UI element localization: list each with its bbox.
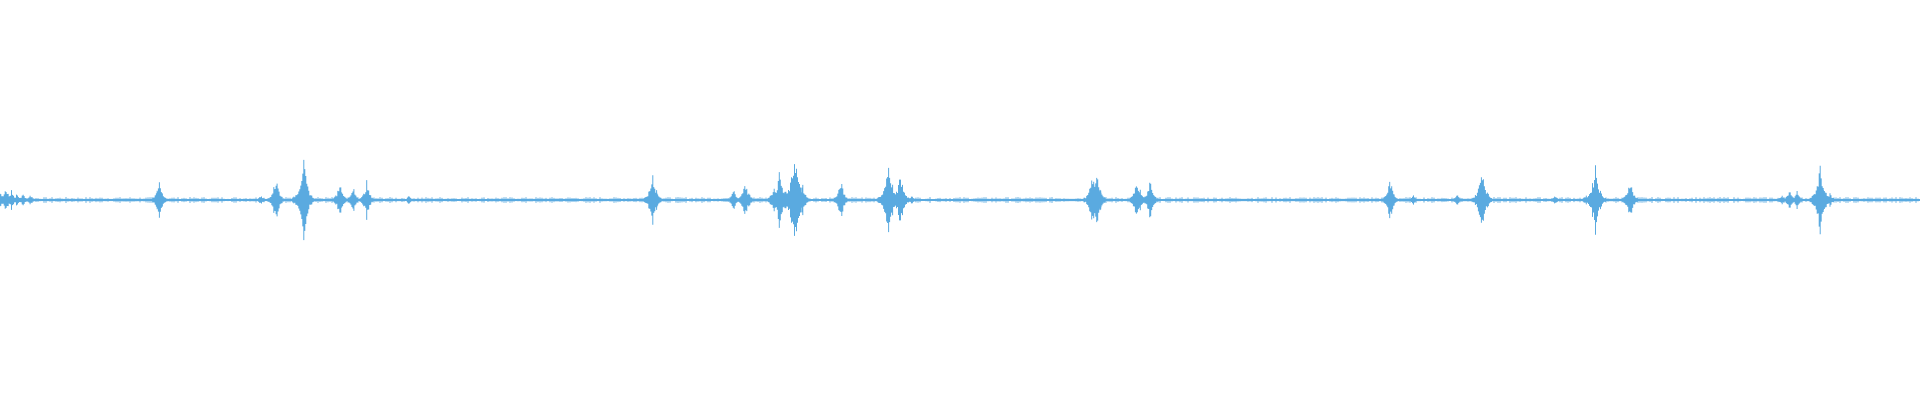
waveform-peak (337, 192, 349, 208)
waveform-peak (1551, 196, 1560, 204)
waveform-peak (743, 193, 754, 207)
waveform-peak (1481, 194, 1491, 206)
waveform-peak (18, 194, 28, 206)
waveform-peak (258, 196, 265, 204)
waveform-peak (1622, 187, 1639, 213)
waveform-peak (152, 182, 168, 218)
waveform-peak (1791, 191, 1803, 209)
waveform-peak (1594, 193, 1605, 207)
waveform-peak (292, 159, 315, 241)
waveform-peak (1453, 195, 1462, 205)
waveform-peak (268, 183, 285, 217)
waveform-noise (0, 197, 1919, 203)
waveform-peak (1825, 193, 1835, 207)
waveform-peak (1141, 182, 1159, 218)
waveform-peak (891, 179, 910, 221)
waveform-peak (833, 184, 850, 216)
waveform-peak (1778, 195, 1786, 205)
waveform-peak (1409, 195, 1417, 205)
waveform-peak (1389, 194, 1398, 206)
waveform-peak (360, 180, 375, 220)
waveform-peak (652, 190, 662, 210)
waveform-peak (26, 195, 35, 205)
waveform-peak (348, 189, 359, 211)
waveform-peak (795, 184, 811, 216)
waveform-peak (727, 191, 739, 209)
waveform-peak (405, 196, 413, 204)
waveform-peak (908, 196, 916, 204)
waveform-peak (1095, 189, 1107, 211)
